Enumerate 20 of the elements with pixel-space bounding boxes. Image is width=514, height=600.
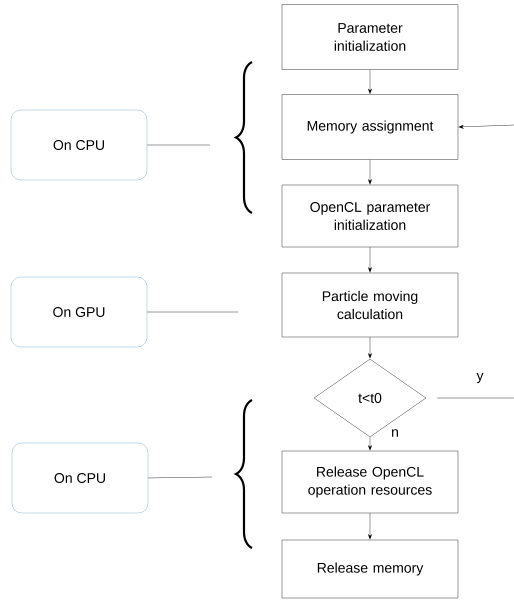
arrow [368, 70, 372, 94]
processor-box: On CPU [12, 442, 148, 514]
arrow [368, 437, 372, 450]
arrow [368, 247, 372, 272]
process-box: OpenCL parameter initialization [282, 184, 458, 248]
processor-box: On GPU [10, 276, 148, 348]
process-box: Memory assignment [282, 94, 458, 160]
process-box: Particle moving calculation [282, 272, 458, 338]
processor-box: On CPU [10, 110, 148, 180]
process-box: Release OpenCL operation resources [282, 450, 458, 514]
process-box: Parameter initialization [282, 4, 458, 70]
arrow [368, 513, 372, 540]
arrow [458, 124, 514, 129]
edge-label: y [476, 372, 484, 384]
process-box: Release memory [282, 540, 458, 598]
connector-line [148, 476, 212, 478]
connector-line [147, 144, 210, 146]
arrow [368, 160, 372, 184]
edge-label: n [390, 428, 400, 438]
arrow [368, 337, 372, 358]
